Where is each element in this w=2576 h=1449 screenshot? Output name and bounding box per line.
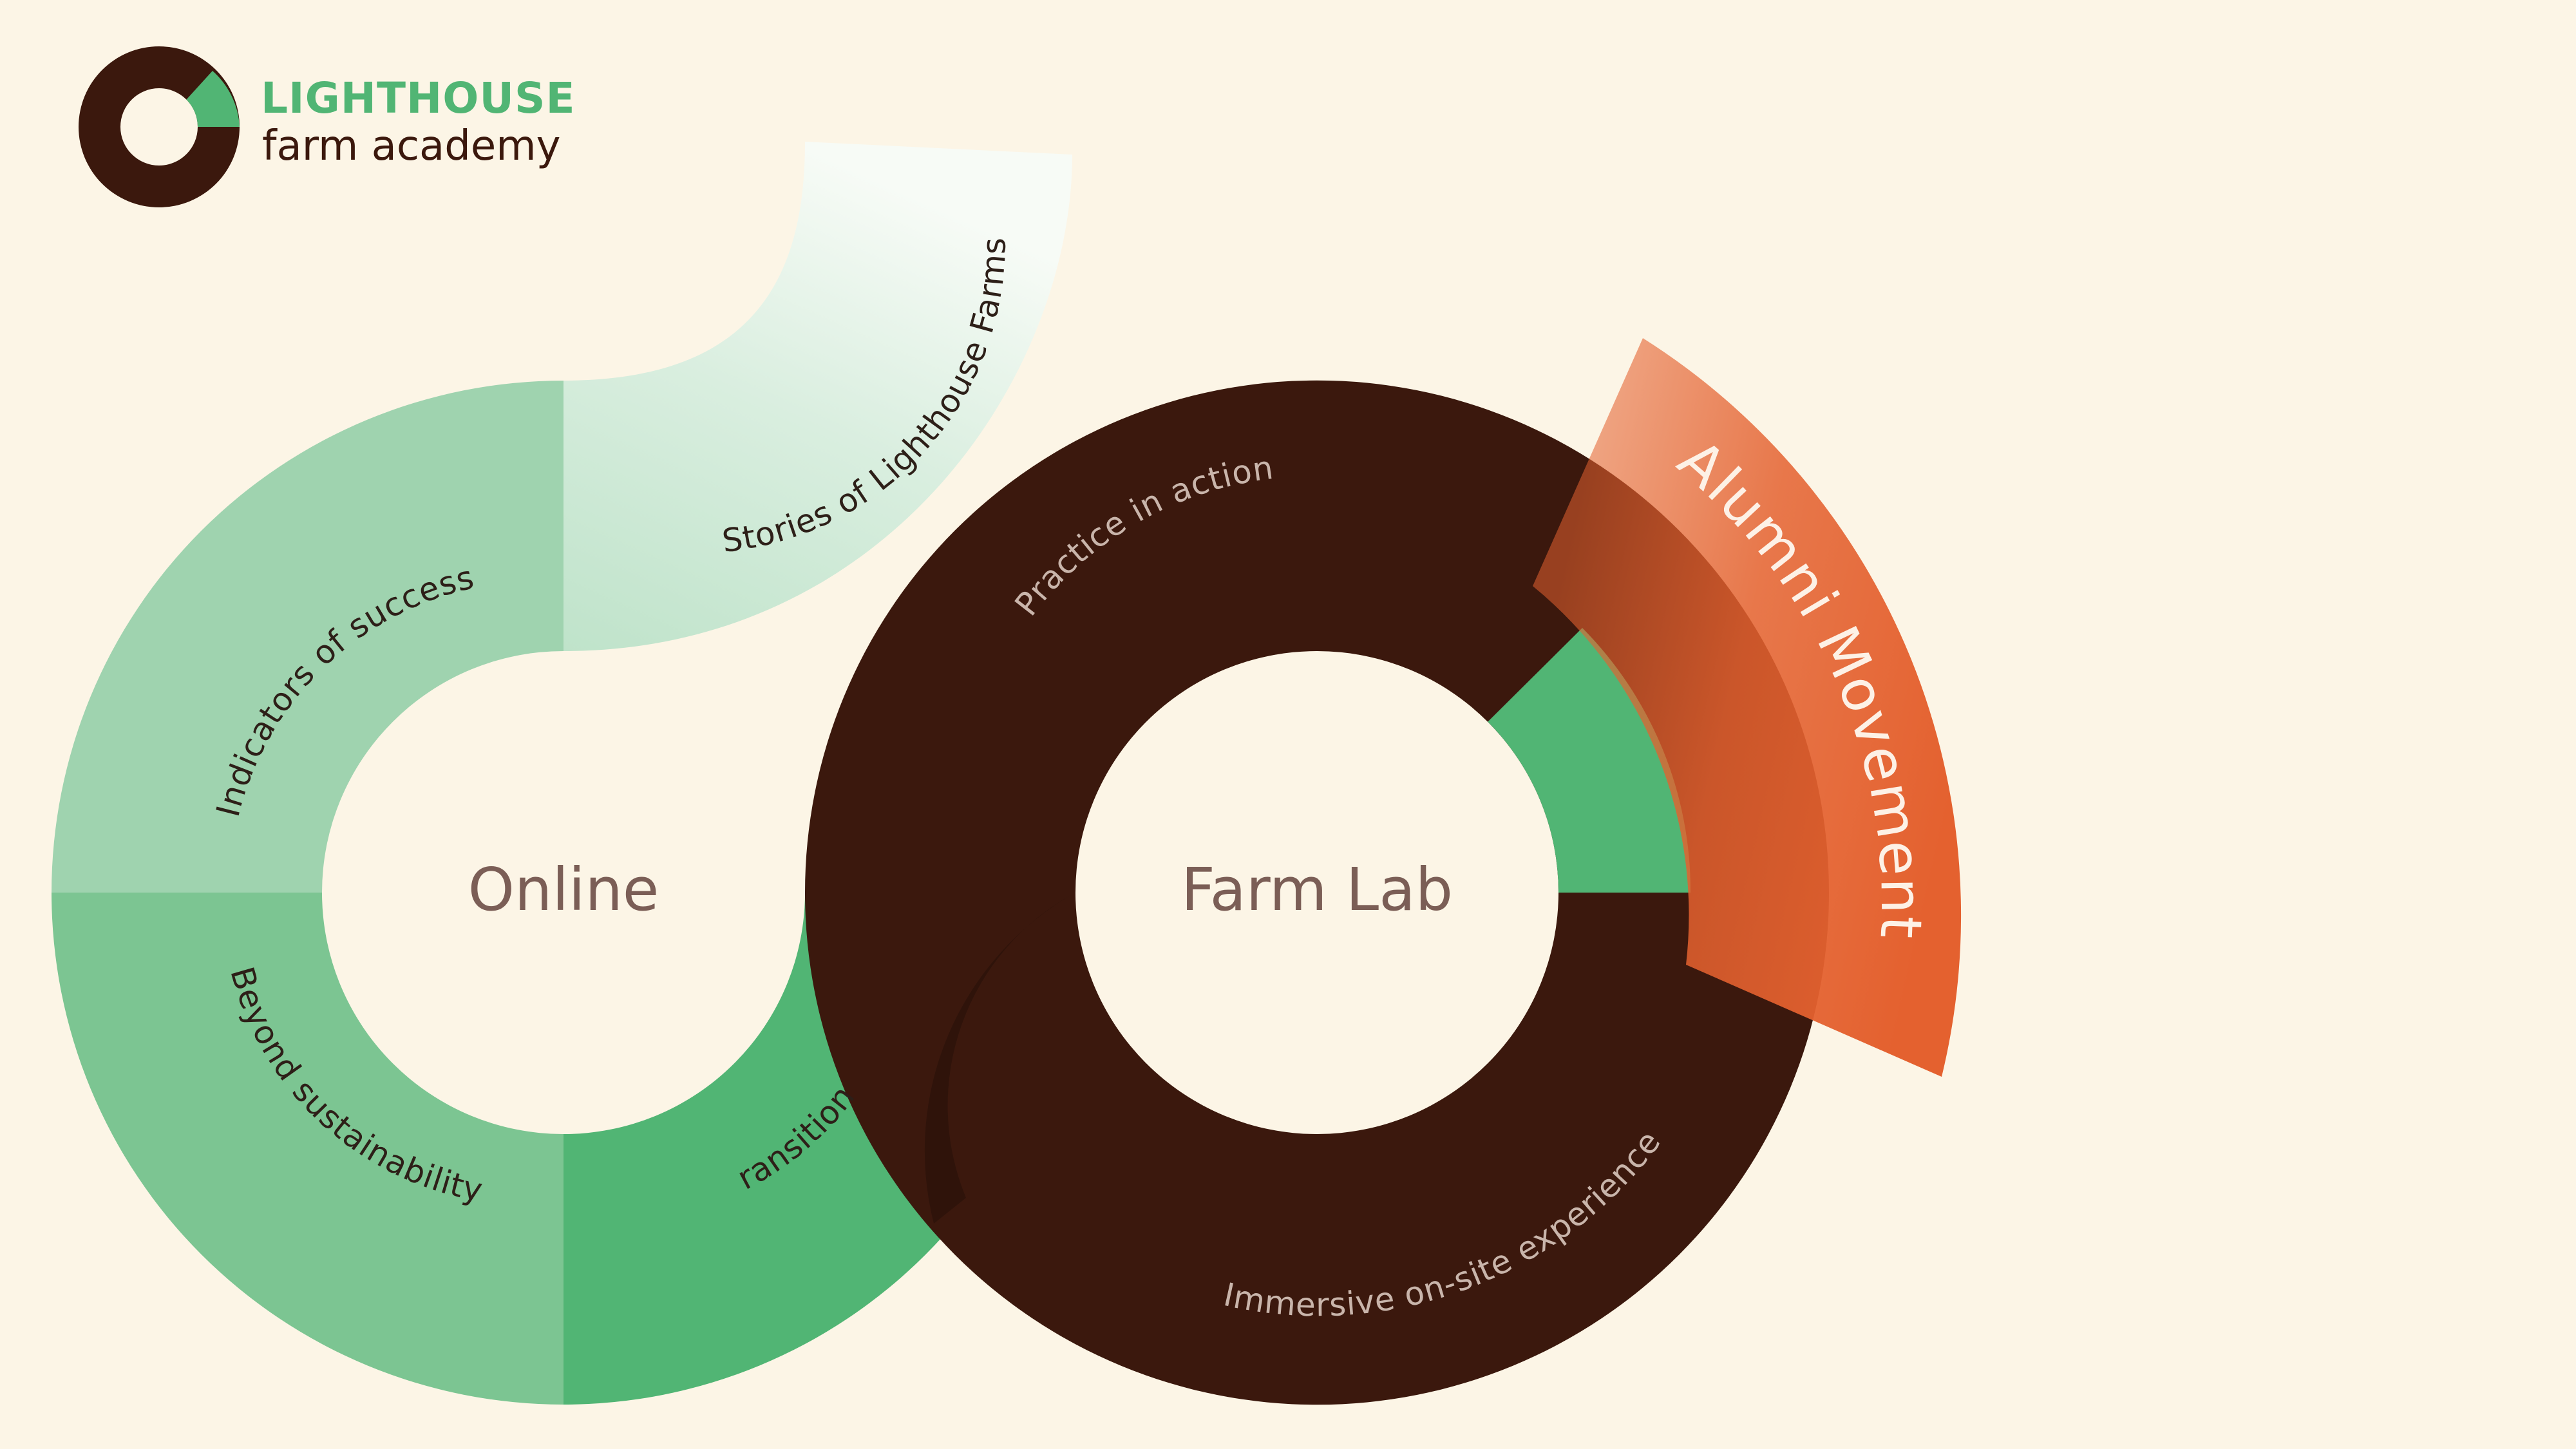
brand-logo: LIGHTHOUSE farm academy <box>79 46 576 207</box>
farm-lab-green-wedge <box>1488 628 1691 893</box>
logo-green-wedge-icon <box>186 71 240 127</box>
farm-lab-inner-shadow <box>924 893 1075 1224</box>
farm-lab-dark-ring <box>804 380 1830 1405</box>
online-segment-beyond <box>52 893 564 1405</box>
alumni-movement-arc <box>1533 338 1962 1077</box>
farm-lab-hub-label: Farm Lab <box>1181 855 1453 924</box>
online-hub-label: Online <box>468 855 659 924</box>
brand-title: LIGHTHOUSE <box>261 73 576 123</box>
online-segment-indicators <box>52 381 564 893</box>
farm-lab-ring <box>804 380 1830 1405</box>
online-segment-stories <box>564 142 1072 651</box>
brand-subtitle: farm academy <box>262 122 560 170</box>
